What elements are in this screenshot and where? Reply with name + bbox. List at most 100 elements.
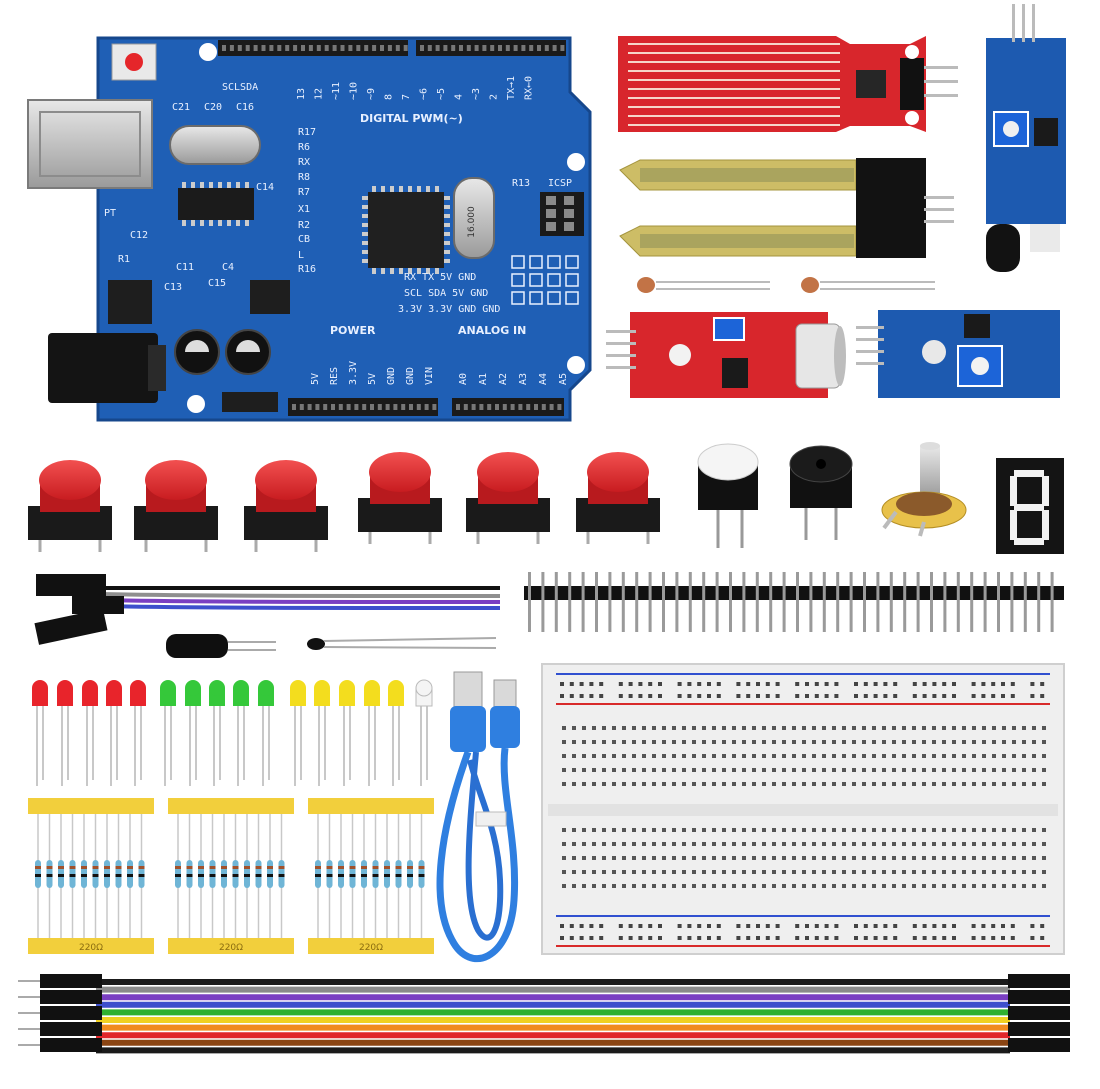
jumper-connector <box>40 974 102 988</box>
digital-pin-label: ~9 <box>366 88 377 100</box>
usb-serial-chip <box>178 188 254 220</box>
component-label: C11 <box>176 262 194 273</box>
led <box>57 680 73 786</box>
jumper-connector <box>1008 1006 1070 1020</box>
power-pin-label: 3.3V <box>348 361 359 385</box>
jumper-connector <box>40 990 102 1004</box>
component-label: R8 <box>298 172 310 183</box>
led <box>130 680 146 786</box>
uart-row-3: 3.3V 3.3V GND GND <box>398 304 500 315</box>
digital-pin-label: 13 <box>296 88 307 100</box>
icsp-label: ICSP <box>548 178 572 189</box>
digital-pin-label: TX→1 <box>506 76 517 100</box>
power-pin-label: GND <box>405 367 416 385</box>
analog-pin-label: A3 <box>518 373 529 385</box>
component-label: R13 <box>512 178 530 189</box>
digital-pin-label: ~10 <box>349 82 360 100</box>
component-label: C20 <box>204 102 222 113</box>
passive-buzzer <box>789 445 853 540</box>
push-button <box>576 452 660 544</box>
push-button <box>244 460 328 552</box>
component-label: R7 <box>298 187 310 198</box>
power-pin-label: 5V <box>367 373 378 385</box>
led <box>339 680 355 786</box>
digital-pin-label: 7 <box>401 94 412 100</box>
led <box>415 679 433 786</box>
led <box>290 680 306 786</box>
led <box>233 680 249 786</box>
push-button <box>358 452 442 544</box>
component-label: L <box>298 250 304 261</box>
soil-moisture-sensor <box>619 158 954 258</box>
push-button <box>28 460 112 552</box>
component-label: C16 <box>236 102 254 113</box>
thermistor <box>307 637 497 650</box>
resistor-label: 220Ω <box>79 943 103 953</box>
crystal-16mhz <box>453 177 495 259</box>
usb-cable <box>436 671 520 963</box>
digital-label: DIGITAL PWM(~) <box>360 112 463 125</box>
digital-pin-label: ~11 <box>331 82 342 100</box>
component-label: R2 <box>298 220 310 231</box>
power-pin-label: VIN <box>424 367 435 385</box>
analog-pin-label: A4 <box>538 373 549 385</box>
scl-sda-label: SCLSDA <box>222 82 258 93</box>
component-label: X1 <box>298 204 310 215</box>
component-label: C12 <box>130 230 148 241</box>
uart-row-2: SCL SDA 5V GND <box>404 288 488 299</box>
analog-label: ANALOG IN <box>458 324 526 337</box>
resistor-label: 220Ω <box>359 943 383 953</box>
four-wire-cable <box>34 574 501 645</box>
digital-pin-label: ~3 <box>471 88 482 100</box>
jumper-connector <box>40 1006 102 1020</box>
breadboard <box>541 663 1065 955</box>
dc-barrel-jack <box>48 333 158 403</box>
led <box>32 680 48 786</box>
analog-pin-label: A0 <box>458 373 469 385</box>
led <box>209 680 225 786</box>
ir-obstacle-sensor <box>986 4 1066 272</box>
sound-sensor <box>606 312 846 398</box>
active-buzzer <box>697 443 759 548</box>
led <box>82 680 98 786</box>
power-pin-label: GND <box>386 367 397 385</box>
resistor-strip: 220Ω <box>308 798 434 954</box>
digital-pin-label: 12 <box>314 88 325 100</box>
digital-header-left <box>218 40 408 56</box>
component-label: RX <box>298 157 310 168</box>
jumper-wire-ribbon <box>18 974 1070 1054</box>
tilt-switch <box>166 634 276 658</box>
photoresistor <box>801 277 935 293</box>
jumper-connector <box>1008 1022 1070 1036</box>
resistor-label: 220Ω <box>219 943 243 953</box>
analog-pin-label: A2 <box>498 373 509 385</box>
led <box>364 680 380 786</box>
crystal-label: 16.000 <box>467 206 477 238</box>
potentiometer <box>881 442 967 537</box>
led <box>160 680 176 786</box>
seven-segment-display <box>996 458 1064 554</box>
uno-board: 16.000 DIGITAL PWM(~) POWER ANALOG IN IC… <box>27 36 592 422</box>
led <box>314 680 330 786</box>
crystal-oscillator <box>169 125 261 165</box>
atmega-mcu <box>368 192 444 268</box>
led <box>106 680 122 786</box>
led <box>185 680 201 786</box>
analog-header <box>452 398 564 416</box>
component-label: C14 <box>256 182 274 193</box>
photoresistor <box>637 277 770 293</box>
push-button <box>134 460 218 552</box>
jumper-connector <box>1008 974 1070 988</box>
usb-b-jack <box>27 99 153 189</box>
jumper-connector <box>40 1038 102 1052</box>
jumper-connector <box>1008 1038 1070 1052</box>
digital-pin-label: RX←0 <box>524 76 535 100</box>
analog-pin-label: A1 <box>478 373 489 385</box>
uart-row-1: RX TX 5V GND <box>404 272 476 283</box>
voltage-regulator <box>108 280 152 324</box>
led <box>258 680 274 786</box>
component-label: CB <box>298 234 310 245</box>
water-level-sensor <box>618 36 958 132</box>
